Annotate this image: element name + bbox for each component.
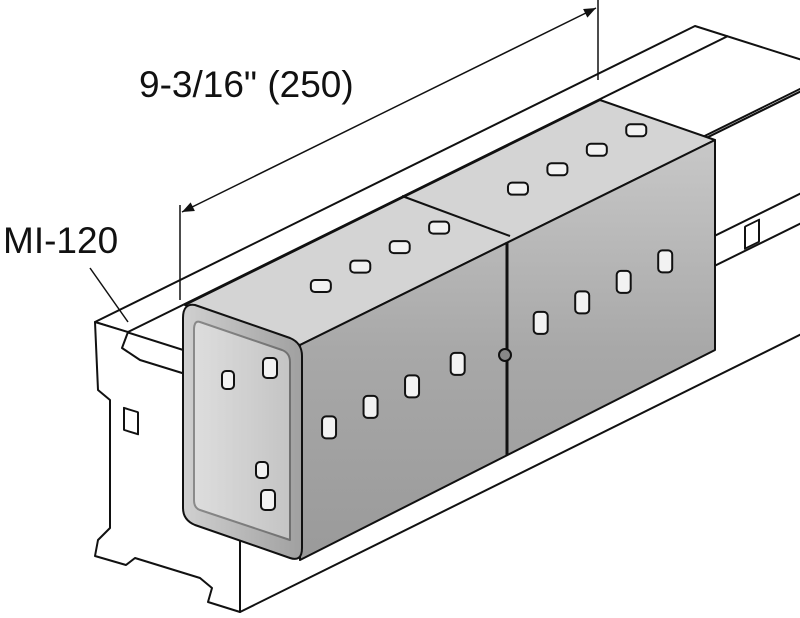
- side-hole: [615, 269, 632, 294]
- top-hole: [349, 259, 372, 274]
- connector-bolt: [498, 348, 512, 362]
- dimension-label: 9-3/16" (250): [139, 64, 354, 105]
- top-hole: [309, 279, 332, 294]
- rail-slot: [123, 406, 139, 436]
- side-hole: [574, 290, 591, 315]
- part-name-label: MI-120: [3, 220, 119, 261]
- part-leader-line: [89, 267, 129, 323]
- rail-slot: [744, 218, 760, 250]
- side-hole: [362, 394, 379, 419]
- top-hole: [388, 240, 411, 255]
- dimension-line: [179, 0, 599, 300]
- side-hole: [321, 415, 338, 440]
- top-hole: [546, 162, 569, 177]
- front-hole: [262, 357, 278, 379]
- front-hole: [260, 489, 276, 511]
- top-hole: [625, 123, 648, 138]
- front-hole: [255, 461, 269, 479]
- side-hole: [532, 310, 549, 335]
- top-hole: [585, 142, 608, 157]
- side-hole: [449, 351, 466, 376]
- top-hole: [428, 220, 451, 235]
- top-hole: [506, 181, 529, 196]
- front-hole: [221, 370, 235, 390]
- side-hole: [657, 249, 674, 274]
- side-hole: [404, 374, 421, 399]
